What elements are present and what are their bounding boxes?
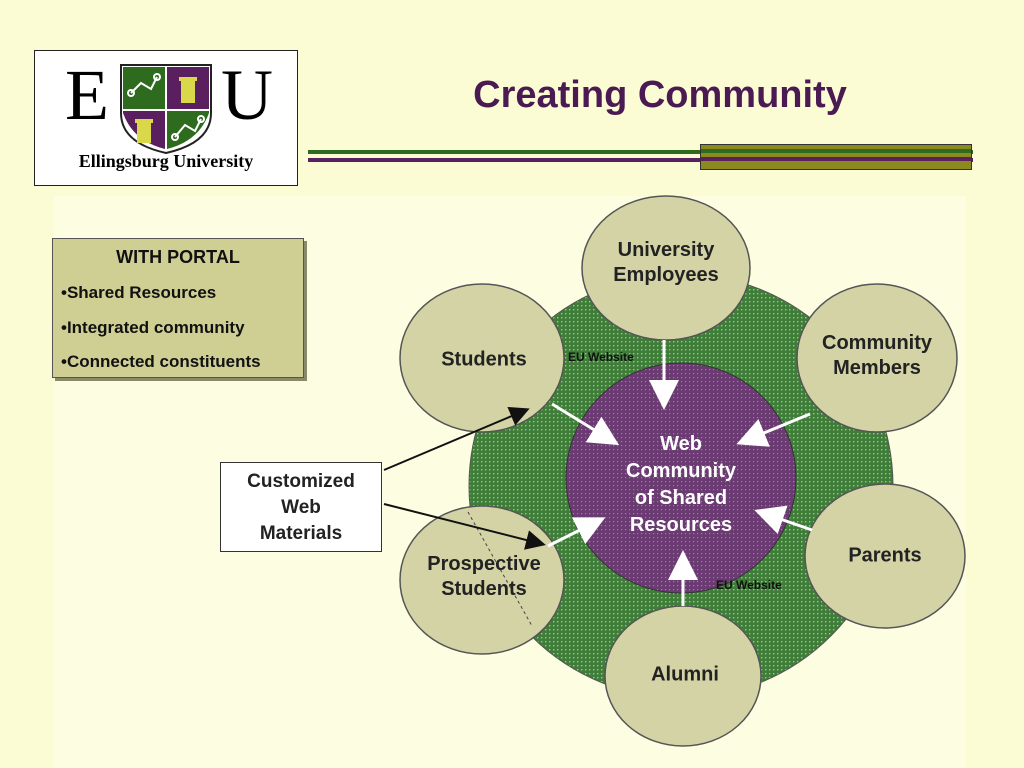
dashed-divider [467,511,533,627]
arrow-community-members [736,412,811,447]
node-employees [581,195,751,341]
page-title: Creating Community [473,74,847,116]
site-label-top: EU Website [568,350,634,364]
node-parents [804,483,966,629]
label-line: Members [833,357,921,379]
center-line: of Shared [634,487,728,509]
portal-item: •Connected constituents [61,352,261,371]
custom-line: Customized [247,471,355,492]
label-parents: Parents [848,544,921,569]
university-logo: E U Ellingsburg University [34,50,298,186]
label-line: Alumni [651,663,719,686]
center-line: Resources [629,514,733,536]
node-community-members [796,283,958,433]
center-line: Community [626,460,736,482]
custom-line: Web [281,497,321,518]
portal-title: WITH PORTAL [116,247,240,267]
label-students: Students [441,348,527,373]
label-line: University [617,239,715,261]
portal-item: •Shared Resources [61,283,217,302]
university-name: Ellingsburg University [78,151,254,171]
arrow-students [551,402,620,446]
label-prospective-students: Prospective Students [427,552,540,602]
arrow-parents [754,505,813,535]
center-label: Web Community of Shared Resources [626,431,736,539]
arrow-prospective-students [547,517,606,548]
label-community-members: Community Members [822,331,932,381]
label-alumni: Alumni [651,663,719,688]
node-students [399,283,565,433]
label-line: Students [441,348,527,371]
header-rule-purple [308,158,973,162]
arrow-custom-to-prospective [383,503,546,550]
label-line: Parents [848,544,922,567]
header-rule-block [700,144,972,170]
portal-item: •Integrated community [61,318,245,337]
custom-line: Materials [259,523,343,544]
customized-materials-box: Customized Web Materials [220,462,382,552]
label-employees: University Employees [613,238,719,288]
arrow-custom-to-students [383,407,530,471]
header-rule-green [308,150,973,154]
label-line: Community [822,332,932,354]
center-line: Web [660,433,702,455]
logo-letter-e: E [65,55,109,135]
label-line: Employees [613,264,719,286]
node-prospective-students [399,505,565,655]
portal-box: WITH PORTAL •Shared Resources •Integrate… [52,238,304,378]
label-line: Prospective [427,553,541,575]
label-line: Students [441,578,527,600]
site-label-bottom: EU Website [716,578,782,592]
shield-icon [120,64,212,155]
logo-letter-u: U [221,55,273,135]
